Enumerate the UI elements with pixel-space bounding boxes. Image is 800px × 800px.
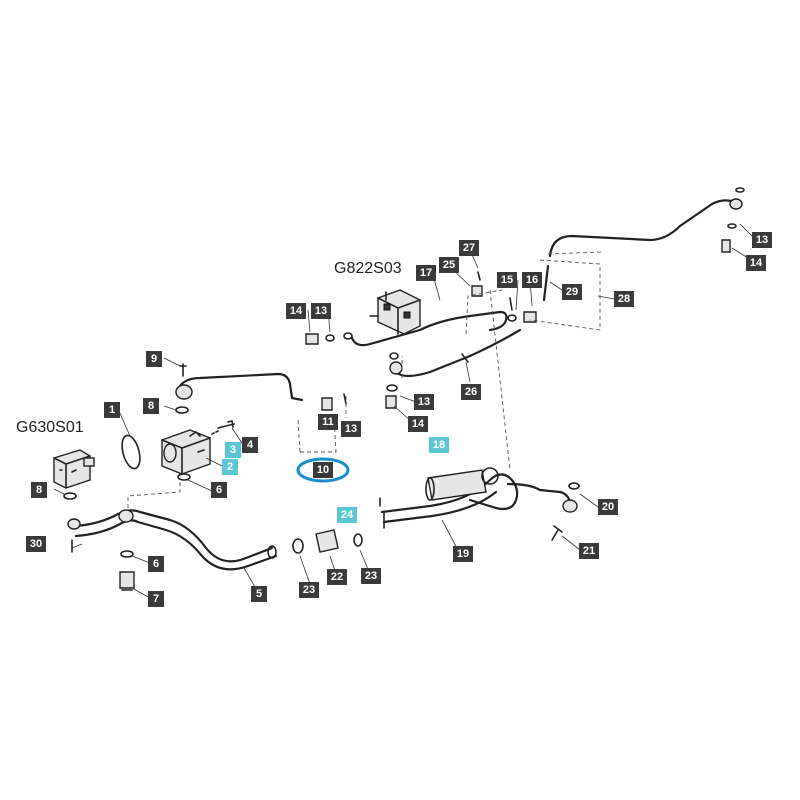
pump-body	[161, 429, 211, 475]
callout-part-20[interactable]: 20	[598, 499, 618, 515]
filter-18	[425, 467, 499, 501]
callout-part-23-left[interactable]: 23	[299, 582, 319, 598]
callout-part-14-right[interactable]: 14	[746, 255, 766, 271]
svg-text:21: 21	[583, 545, 595, 557]
svg-text:9: 9	[151, 353, 157, 365]
svg-text:3: 3	[230, 444, 236, 456]
callout-part-13-mid[interactable]: 13	[341, 421, 361, 437]
svg-text:19: 19	[457, 548, 469, 560]
svg-text:27: 27	[463, 242, 475, 254]
top-pipe-28	[542, 198, 743, 302]
gasket-ring	[121, 434, 141, 470]
svg-text:10: 10	[317, 464, 329, 476]
callout-part-6-lower[interactable]: 6	[148, 556, 164, 572]
pump-assembly-g630s01	[53, 449, 95, 489]
svg-text:2: 2	[227, 461, 233, 473]
parts-drawing	[53, 187, 757, 599]
svg-text:22: 22	[331, 571, 343, 583]
callout-part-21[interactable]: 21	[579, 543, 599, 559]
assembly-ref-g630s01: G630S01	[16, 419, 84, 436]
callout-part-1[interactable]: 1	[104, 402, 120, 418]
callout-part-22[interactable]: 22	[327, 569, 347, 585]
selected-part-ring	[296, 457, 350, 483]
callout-part-27[interactable]: 27	[459, 240, 479, 256]
svg-text:30: 30	[30, 538, 42, 550]
svg-text:16: 16	[526, 274, 538, 286]
svg-text:4: 4	[247, 439, 254, 451]
callout-part-4[interactable]: 4	[242, 437, 258, 453]
svg-text:14: 14	[750, 257, 763, 269]
svg-text:14: 14	[290, 305, 303, 317]
callout-part-5[interactable]: 5	[251, 586, 267, 602]
callout-part-15[interactable]: 15	[497, 272, 517, 288]
callout-part-19[interactable]: 19	[453, 546, 473, 562]
callout-part-3[interactable]: 3	[225, 442, 241, 458]
callout-part-16[interactable]: 16	[522, 272, 542, 288]
svg-text:13: 13	[345, 423, 357, 435]
callout-part-14-valve-bottom[interactable]: 14	[408, 416, 428, 432]
callout-part-13-right[interactable]: 13	[752, 232, 772, 248]
assembly-ref-g822s03: G822S03	[334, 260, 402, 277]
svg-text:23: 23	[365, 570, 377, 582]
return-pipe-19	[380, 473, 578, 529]
callout-part-8-left[interactable]: 8	[31, 482, 47, 498]
callout-part-8-upper[interactable]: 8	[143, 398, 159, 414]
svg-text:18: 18	[433, 439, 445, 451]
svg-text:14: 14	[412, 418, 425, 430]
callout-part-23-right[interactable]: 23	[361, 568, 381, 584]
callout-part-6-upper[interactable]: 6	[211, 482, 227, 498]
svg-text:25: 25	[443, 259, 455, 271]
callout-part-2[interactable]: 2	[222, 459, 238, 475]
svg-text:17: 17	[420, 267, 432, 279]
svg-text:29: 29	[566, 286, 578, 298]
svg-text:28: 28	[618, 293, 630, 305]
svg-text:6: 6	[216, 484, 222, 496]
callout-part-25[interactable]: 25	[439, 257, 459, 273]
svg-text:13: 13	[418, 396, 430, 408]
svg-text:8: 8	[36, 484, 42, 496]
svg-text:8: 8	[148, 400, 154, 412]
callout-part-10[interactable]: 10	[313, 462, 333, 478]
callout-part-14-valve-left[interactable]: 14	[286, 303, 306, 319]
callout-part-13-valve-left[interactable]: 13	[311, 303, 331, 319]
svg-text:5: 5	[256, 588, 262, 600]
callout-part-30[interactable]: 30	[26, 536, 46, 552]
suction-pipe-5	[67, 509, 278, 571]
svg-text:6: 6	[153, 558, 159, 570]
svg-text:20: 20	[602, 501, 614, 513]
svg-text:24: 24	[341, 509, 354, 521]
svg-text:7: 7	[153, 593, 159, 605]
valve-block-g822s03	[369, 289, 421, 335]
callout-part-7[interactable]: 7	[148, 591, 164, 607]
callout-part-28[interactable]: 28	[614, 291, 634, 307]
callout-part-9[interactable]: 9	[146, 351, 162, 367]
svg-text:13: 13	[315, 305, 327, 317]
svg-text:26: 26	[465, 386, 477, 398]
callout-layer: 1 2 3 4 5 6 6 7 8 8 9 10 11 13 13 13 13 …	[26, 232, 772, 607]
callout-part-11[interactable]: 11	[318, 414, 338, 430]
svg-text:11: 11	[322, 416, 334, 428]
callout-part-24[interactable]: 24	[337, 507, 357, 523]
svg-text:1: 1	[109, 404, 115, 416]
svg-text:13: 13	[756, 234, 768, 246]
callout-part-17[interactable]: 17	[416, 265, 436, 281]
svg-text:23: 23	[303, 584, 315, 596]
svg-text:15: 15	[501, 274, 513, 286]
callout-part-13-valve-bottom[interactable]: 13	[414, 394, 434, 410]
callout-part-29[interactable]: 29	[562, 284, 582, 300]
callout-part-18[interactable]: 18	[429, 437, 449, 453]
callout-part-26[interactable]: 26	[461, 384, 481, 400]
